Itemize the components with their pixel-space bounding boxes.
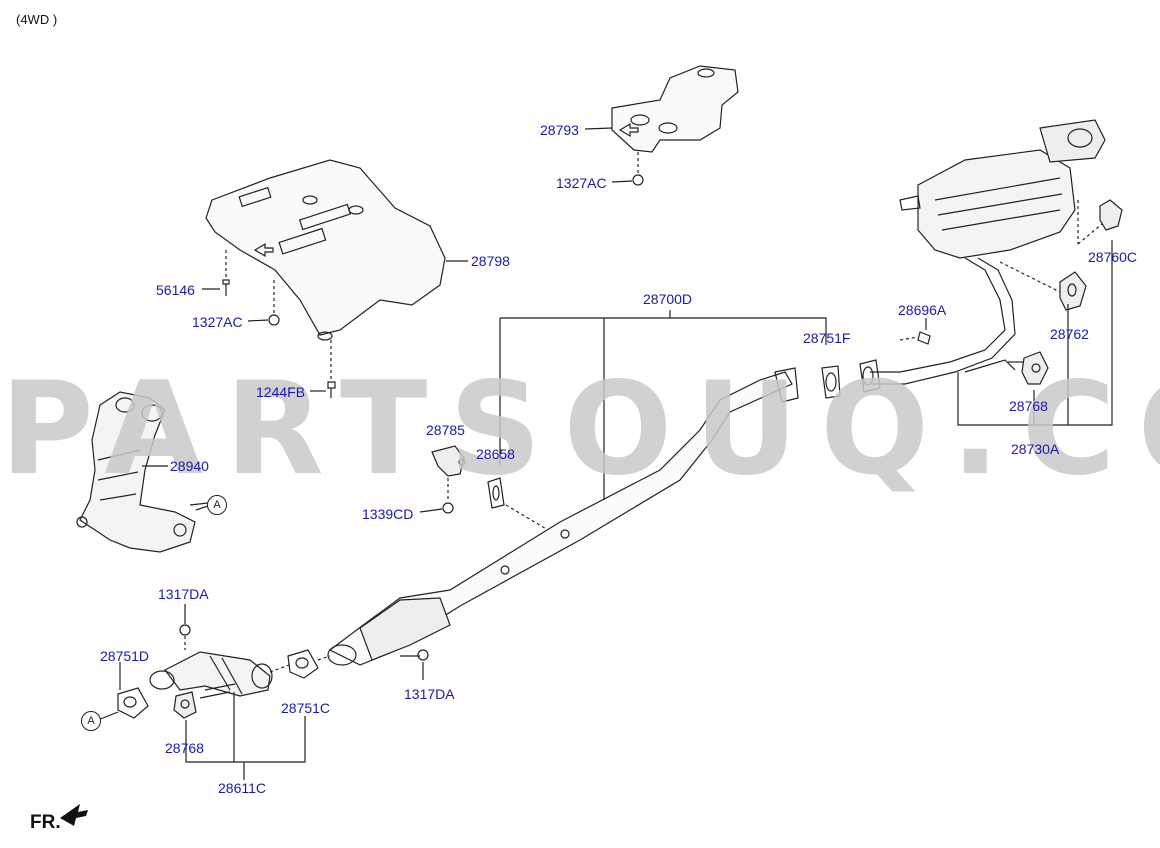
front-pipe xyxy=(164,651,271,697)
label-28751c[interactable]: 28751C xyxy=(281,700,331,716)
label-28793[interactable]: 28793 xyxy=(540,122,579,138)
gasket-28751f xyxy=(821,365,841,399)
label-1327ac-top[interactable]: 1327AC xyxy=(556,175,607,191)
label-28700d[interactable]: 28700D xyxy=(643,291,693,307)
label-28768-left[interactable]: 28768 xyxy=(165,740,204,756)
rubber-28658 xyxy=(487,477,505,509)
label-28785[interactable]: 28785 xyxy=(426,422,465,438)
nut-1327ac-left xyxy=(268,314,280,326)
hanger-28785 xyxy=(431,445,465,477)
reference-marker-a-lower: A xyxy=(81,711,101,731)
label-28940[interactable]: 28940 xyxy=(170,458,209,474)
nut-1339cd xyxy=(442,502,454,514)
variant-label: (4WD ) xyxy=(16,12,58,27)
label-28658[interactable]: 28658 xyxy=(476,446,515,462)
label-28762[interactable]: 28762 xyxy=(1050,326,1089,342)
label-1244fb[interactable]: 1244FB xyxy=(256,384,306,400)
hanger-28760c xyxy=(1099,199,1123,231)
nut-1317da-mid xyxy=(417,649,429,661)
gasket-28751c xyxy=(287,649,319,679)
label-1317da-top[interactable]: 1317DA xyxy=(158,586,209,602)
rubber-28768-right xyxy=(1021,351,1049,385)
label-28751d[interactable]: 28751D xyxy=(100,648,150,664)
heat-shield-upper xyxy=(611,65,739,153)
label-28730a[interactable]: 28730A xyxy=(1011,441,1060,457)
bolt-56146 xyxy=(222,279,230,296)
label-1327ac-left[interactable]: 1327AC xyxy=(192,314,243,330)
bolt-1244fb xyxy=(327,381,336,398)
label-28768-right[interactable]: 28768 xyxy=(1009,398,1048,414)
rubber-28768-left xyxy=(173,691,197,719)
label-1339cd[interactable]: 1339CD xyxy=(362,506,414,522)
label-28751f[interactable]: 28751F xyxy=(803,330,851,346)
nut-1317da-top xyxy=(179,624,191,636)
front-label: FR. xyxy=(30,812,61,833)
label-28798[interactable]: 28798 xyxy=(471,253,510,269)
label-56146[interactable]: 56146 xyxy=(156,282,195,298)
rear-muffler xyxy=(917,149,1076,259)
label-28696a[interactable]: 28696A xyxy=(898,302,947,318)
label-1317da-mid[interactable]: 1317DA xyxy=(404,686,455,702)
heat-shield-center xyxy=(205,159,446,336)
gasket-28751d xyxy=(117,687,149,719)
rubber-28762 xyxy=(1059,271,1087,311)
nut-1327ac-top xyxy=(632,174,644,186)
reference-marker-a-upper: A xyxy=(207,495,227,515)
label-28760c[interactable]: 28760C xyxy=(1088,249,1138,265)
label-28611c[interactable]: 28611C xyxy=(218,780,267,796)
front-arrow-icon xyxy=(60,804,88,826)
